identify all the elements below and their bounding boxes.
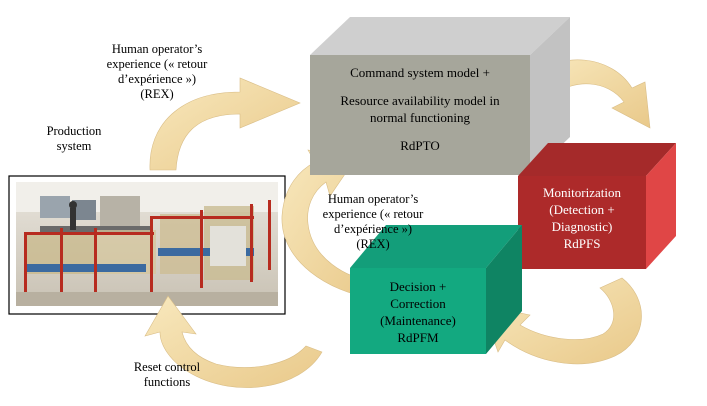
monitor-box-side	[646, 143, 676, 269]
arrow-decision-to-photo	[144, 295, 323, 388]
command-box-line3: normal functioning	[369, 110, 470, 125]
monitor-box-top	[518, 143, 676, 176]
decision-box	[350, 225, 522, 354]
middle-rex-label: Human operator’s experience (« retour d’…	[322, 192, 424, 251]
decision-box-text: Decision + Correction (Maintenance) RdPF…	[380, 279, 456, 345]
arrow-decision-to-command	[281, 149, 377, 299]
monitorization-box	[518, 143, 676, 269]
monitor-box-text: Monitorization (Detection + Diagnostic) …	[543, 185, 621, 251]
command-box-line4: RdPTO	[400, 138, 440, 153]
production-system-label: Production system	[46, 124, 102, 153]
command-box-side	[530, 17, 570, 175]
monitor-box-front	[518, 176, 646, 269]
decision-box-top	[350, 225, 522, 268]
reset-control-label: Reset control functions	[133, 360, 201, 389]
top-rex-label: Human operator’s experience (« retour d’…	[106, 42, 208, 101]
decision-box-side	[486, 225, 522, 354]
command-box-top	[310, 17, 570, 55]
command-box-line2: Resource availability model in	[340, 93, 500, 108]
production-system-photo	[8, 175, 286, 315]
arrow-photo-to-command	[149, 77, 301, 171]
command-box-line1: Command system model +	[350, 65, 490, 80]
arrow-monitor-to-decision	[481, 277, 642, 365]
command-system-box	[310, 17, 570, 175]
command-box-front	[310, 55, 530, 175]
command-box-text: Command system model + Resource availabi…	[310, 64, 530, 154]
decision-box-front	[350, 268, 486, 354]
